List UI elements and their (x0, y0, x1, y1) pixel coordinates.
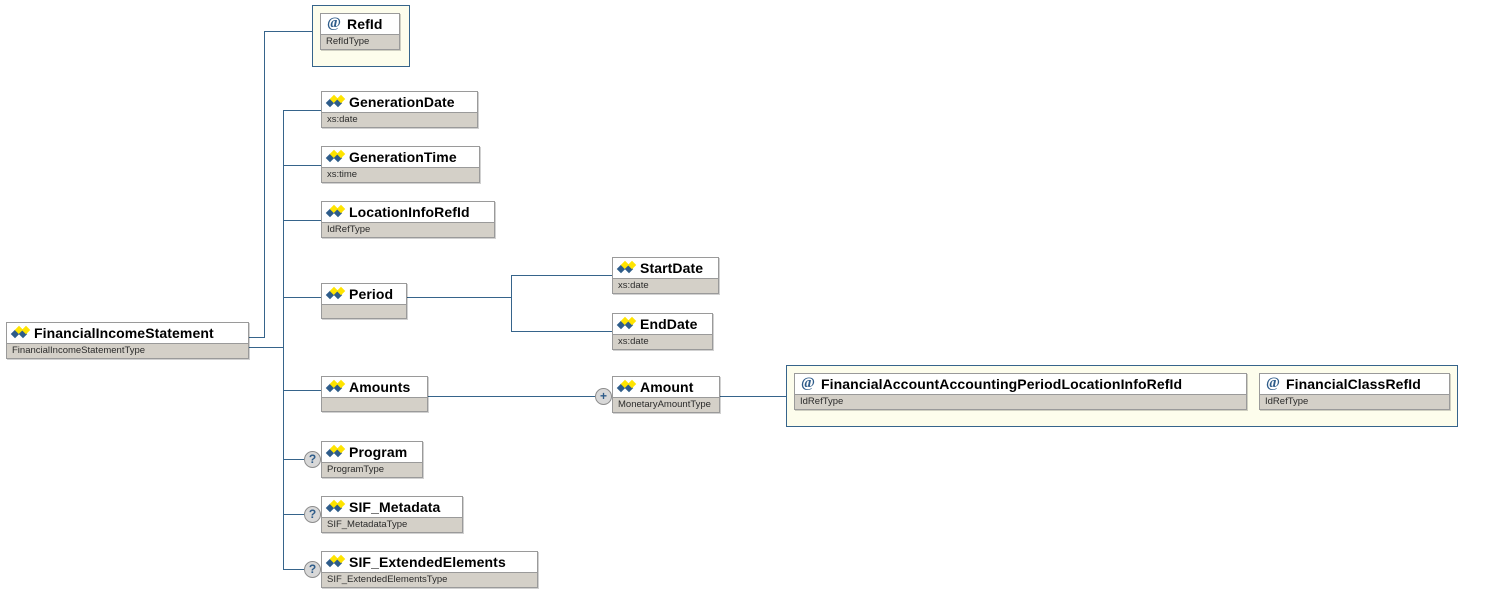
node-type: SIF_MetadataType (322, 517, 462, 532)
connector-root-element-stub (249, 347, 284, 348)
node-type: RefIdType (321, 34, 399, 49)
at-sign-icon: @ (1266, 375, 1280, 391)
connector-attr-to-refid (264, 31, 312, 32)
node-label: GenerationTime (349, 149, 457, 165)
node-label: GenerationDate (349, 94, 455, 110)
expand-marker-amount[interactable]: + (595, 388, 612, 405)
node-type: IdRefType (322, 222, 494, 237)
node-label: StartDate (640, 260, 704, 276)
node-type: IdRefType (1260, 394, 1449, 409)
node-label: SIF_Metadata (349, 499, 441, 515)
connector-to-amounts (283, 390, 321, 391)
node-amounts[interactable]: Amounts (321, 376, 428, 412)
element-icon (325, 286, 346, 301)
node-sif-extendedelements[interactable]: SIF_ExtendedElements SIF_ExtendedElement… (321, 551, 538, 588)
element-icon (10, 325, 31, 340)
node-name-row: SIF_Metadata (322, 497, 462, 517)
element-icon (616, 379, 637, 394)
node-generationdate[interactable]: GenerationDate xs:date (321, 91, 478, 128)
node-name-row: LocationInfoRefId (322, 202, 494, 222)
element-icon (325, 149, 346, 164)
node-label: Program (349, 444, 408, 460)
element-icon (616, 260, 637, 275)
node-period[interactable]: Period (321, 283, 407, 319)
connector-to-generationdate (283, 110, 321, 111)
node-type: ProgramType (322, 462, 422, 477)
node-name-row: GenerationTime (322, 147, 479, 167)
connector-root-attr-stub (249, 337, 265, 338)
element-icon (325, 444, 346, 459)
node-startdate[interactable]: StartDate xs:date (612, 257, 719, 294)
connector-to-enddate (511, 331, 612, 332)
node-type (322, 397, 427, 411)
element-icon (616, 316, 637, 331)
node-name-row: @ RefId (321, 14, 399, 34)
connector-to-period (283, 297, 321, 298)
node-refid[interactable]: @ RefId RefIdType (320, 13, 400, 50)
node-amount[interactable]: Amount MonetaryAmountType (612, 376, 720, 413)
node-label: FinancialIncomeStatement (34, 325, 214, 341)
node-type: xs:date (613, 334, 712, 349)
optional-marker-sifextendedelements[interactable]: ? (304, 561, 321, 578)
node-type: MonetaryAmountType (613, 397, 719, 412)
at-sign-icon: @ (327, 15, 341, 31)
element-icon (325, 499, 346, 514)
node-label: Amount (640, 379, 694, 395)
connector-to-locationinforefid (283, 220, 321, 221)
node-label: FinancialAccountAccountingPeriodLocation… (821, 376, 1183, 392)
connector-period-stub (407, 297, 511, 298)
element-icon (325, 379, 346, 394)
node-generationtime[interactable]: GenerationTime xs:time (321, 146, 480, 183)
node-type: xs:time (322, 167, 479, 182)
connector-to-sifmetadata (283, 514, 304, 515)
node-name-row: GenerationDate (322, 92, 477, 112)
node-type (322, 304, 406, 318)
node-type: xs:date (322, 112, 477, 127)
element-icon (325, 94, 346, 109)
node-label: Amounts (349, 379, 411, 395)
node-type: FinancialIncomeStatementType (7, 343, 248, 358)
connector-amount-to-attrs (720, 396, 786, 397)
node-name-row: Amounts (322, 377, 427, 397)
connector-to-program (283, 459, 304, 460)
node-label: EndDate (640, 316, 698, 332)
connector-element-trunk (283, 110, 284, 570)
node-financialclassrefid[interactable]: @ FinancialClassRefId IdRefType (1259, 373, 1450, 410)
element-icon (325, 554, 346, 569)
connector-to-startdate (511, 275, 612, 276)
node-type: SIF_ExtendedElementsType (322, 572, 537, 587)
connector-period-trunk (511, 275, 512, 331)
node-name-row: EndDate (613, 314, 712, 334)
element-icon (325, 204, 346, 219)
node-program[interactable]: Program ProgramType (321, 441, 423, 478)
node-locationinforefid[interactable]: LocationInfoRefId IdRefType (321, 201, 495, 238)
node-name-row: Period (322, 284, 406, 304)
node-label: FinancialClassRefId (1286, 376, 1421, 392)
node-name-row: StartDate (613, 258, 718, 278)
node-financialincomestatement[interactable]: FinancialIncomeStatement FinancialIncome… (6, 322, 249, 359)
optional-marker-sifmetadata[interactable]: ? (304, 506, 321, 523)
node-name-row: SIF_ExtendedElements (322, 552, 537, 572)
connector-to-sifextendedelements (283, 569, 304, 570)
node-label: Period (349, 286, 394, 302)
at-sign-icon: @ (801, 375, 815, 391)
node-name-row: Program (322, 442, 422, 462)
node-name-row: @ FinancialClassRefId (1260, 374, 1449, 394)
connector-attr-trunk (264, 31, 265, 338)
node-name-row: FinancialIncomeStatement (7, 323, 248, 343)
node-type: IdRefType (795, 394, 1246, 409)
node-name-row: @ FinancialAccountAccountingPeriodLocati… (795, 374, 1246, 394)
node-label: LocationInfoRefId (349, 204, 470, 220)
node-type: xs:date (613, 278, 718, 293)
node-label: RefId (347, 16, 383, 32)
node-label: SIF_ExtendedElements (349, 554, 506, 570)
connector-to-generationtime (283, 165, 321, 166)
optional-marker-program[interactable]: ? (304, 451, 321, 468)
node-enddate[interactable]: EndDate xs:date (612, 313, 713, 350)
connector-amounts-to-amount (428, 396, 595, 397)
node-name-row: Amount (613, 377, 719, 397)
node-sif-metadata[interactable]: SIF_Metadata SIF_MetadataType (321, 496, 463, 533)
node-financialaccountaccountingperiodlocationinforefid[interactable]: @ FinancialAccountAccountingPeriodLocati… (794, 373, 1247, 410)
